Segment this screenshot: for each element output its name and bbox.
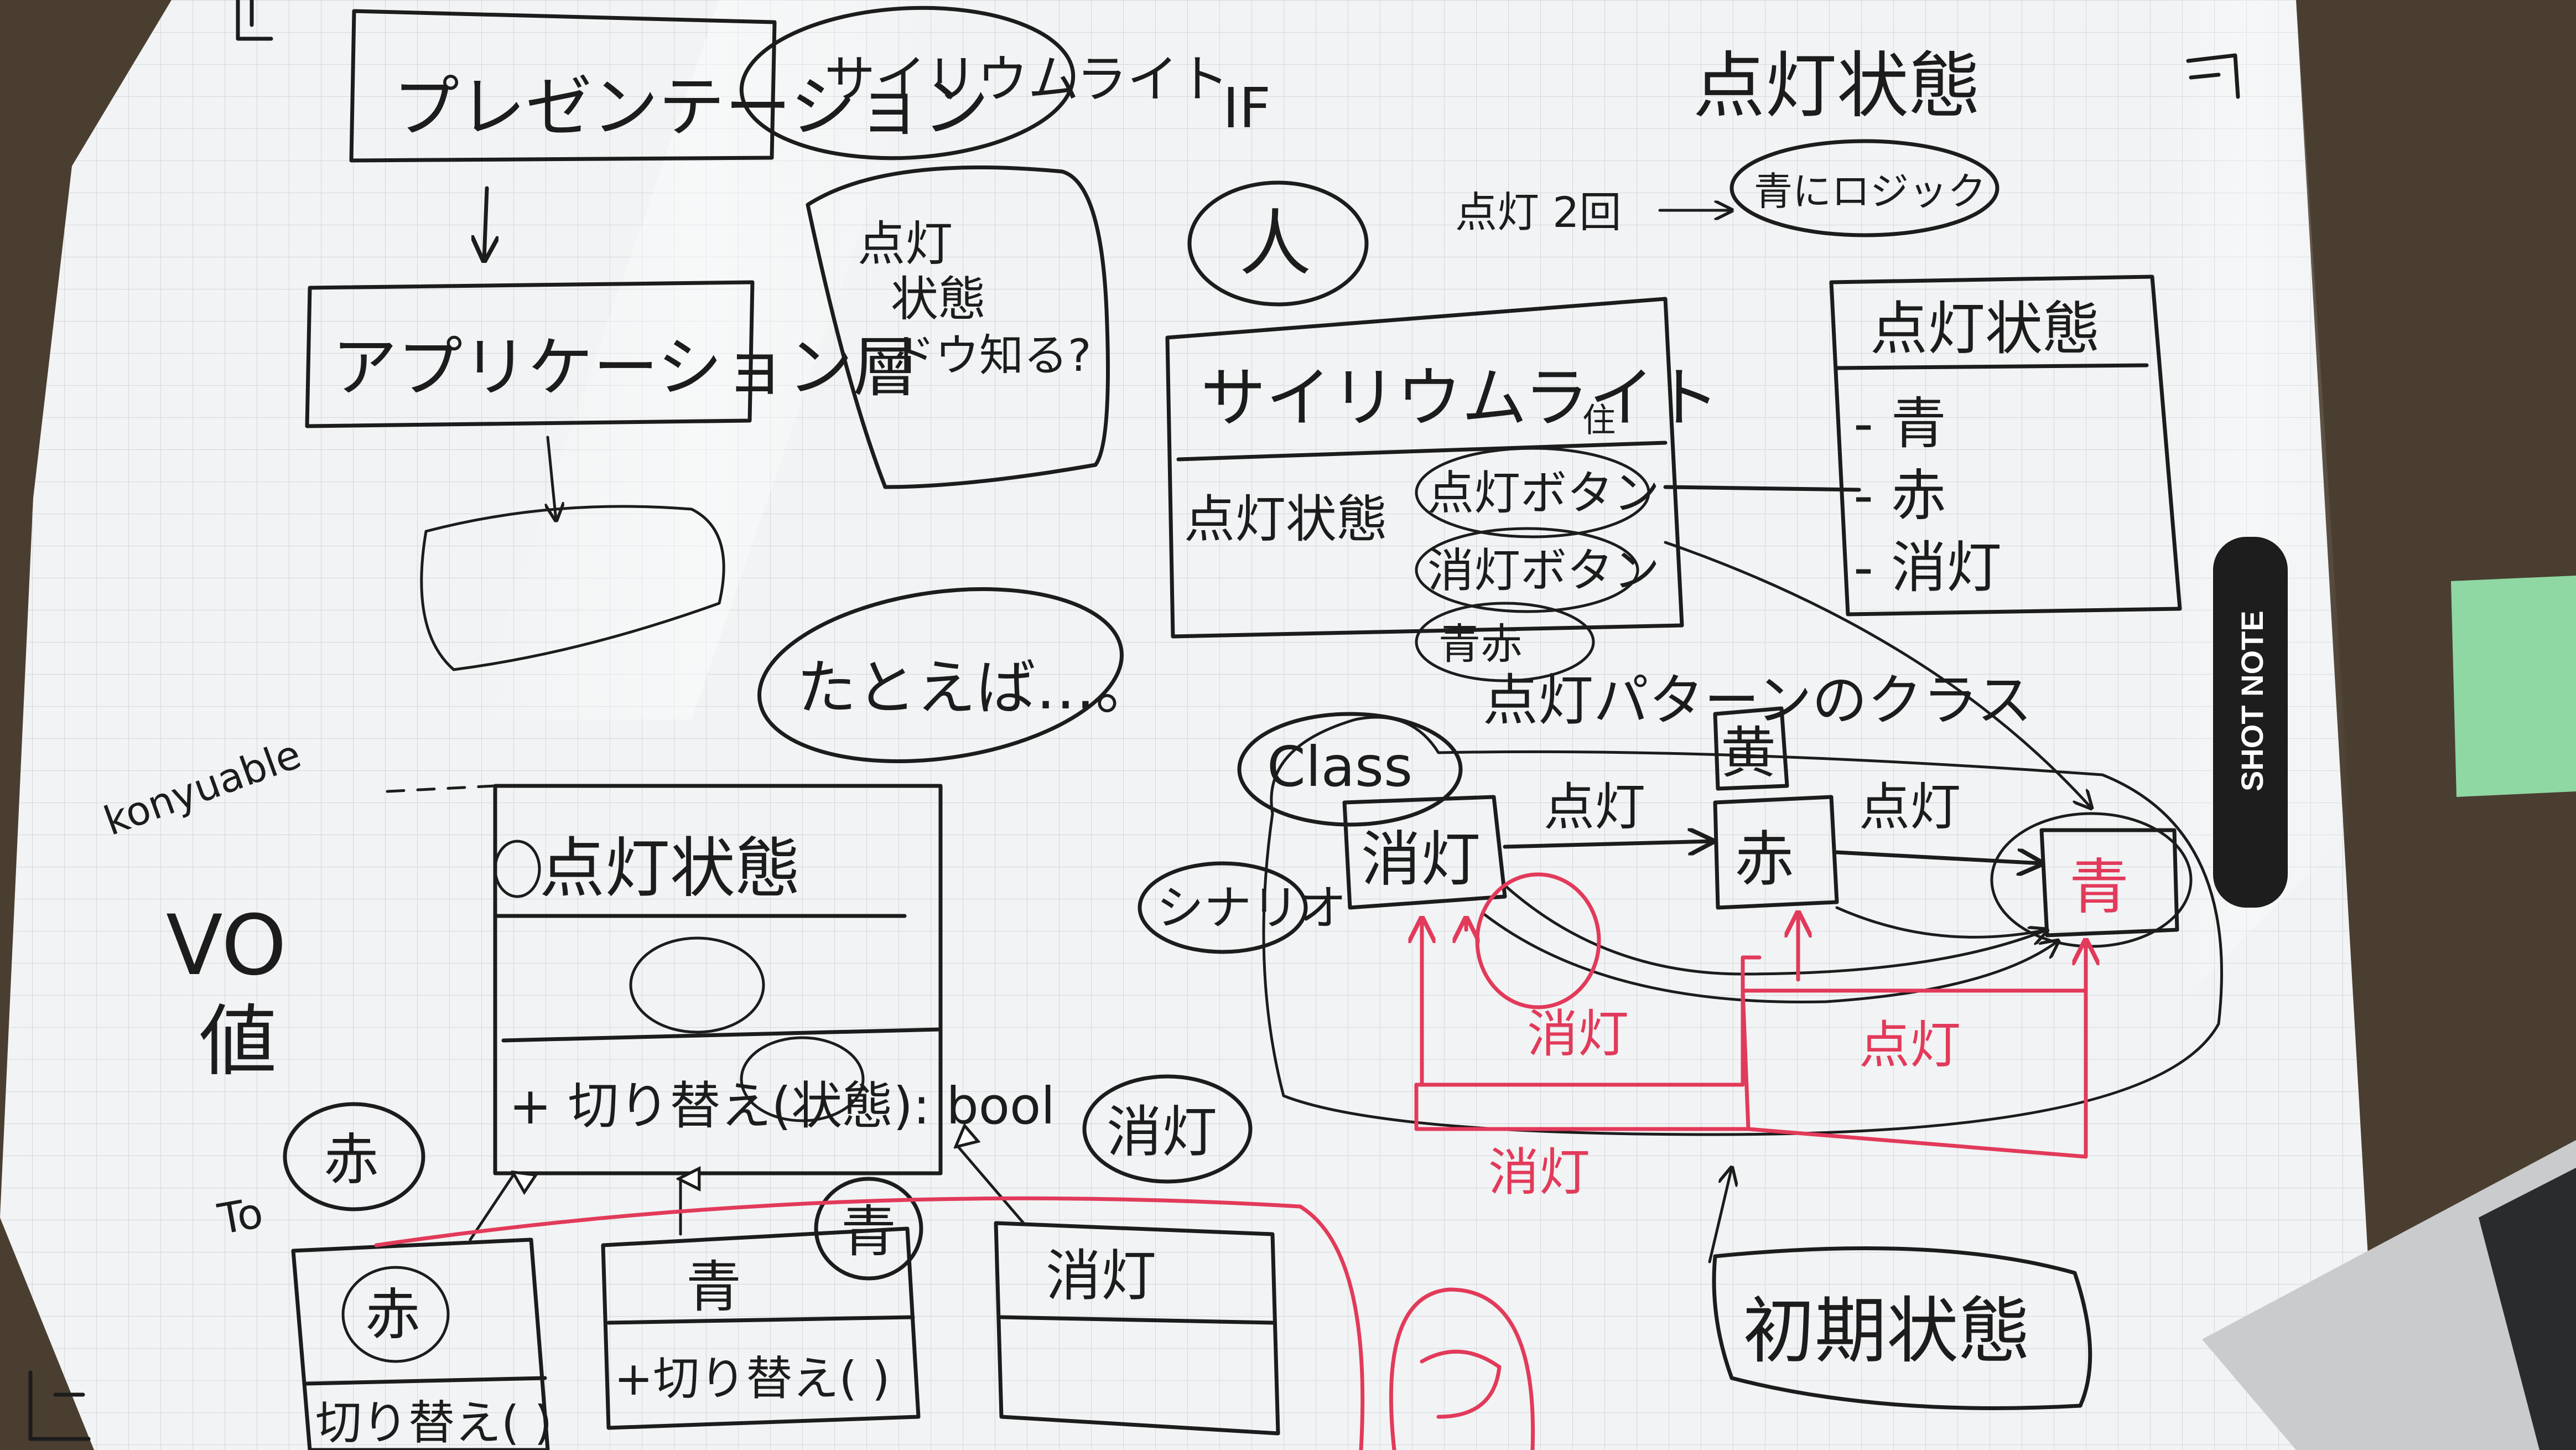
application-layer-box xyxy=(305,280,755,428)
state-list-item-off: - 消灯 xyxy=(1853,535,2002,600)
class-label: Class xyxy=(1267,734,1412,799)
inherit-arrow-off xyxy=(957,1146,1025,1225)
sairium-light-label: サイリウムライト xyxy=(824,50,1229,109)
button-blue-red: 青赤 xyxy=(1438,619,1523,669)
subclass-blue-name: 青 xyxy=(686,1255,741,1319)
transition-red-blue xyxy=(1835,852,2042,863)
value-label: 値 xyxy=(199,997,277,1087)
button-off: 消灯ボタン xyxy=(1427,543,1660,598)
shoto-circle xyxy=(1082,1074,1253,1184)
presentation-label: プレゼンテーション xyxy=(393,69,989,146)
tatoeba-ellipse xyxy=(757,587,1124,763)
person-label: 人 xyxy=(1239,201,1311,286)
subclass-blue: 青 +切り替え( ) xyxy=(601,1226,921,1430)
question-line-1: 点灯 xyxy=(858,216,953,272)
to-label: To xyxy=(214,1188,267,1244)
state-red-label: 赤 xyxy=(1734,825,1794,894)
red-bottom-curve-1 xyxy=(374,1196,1365,1450)
shoto-circle-label: 消灯 xyxy=(1107,1100,1217,1164)
state-list-box: 点灯状態 - 青 - 赤 - 消灯 xyxy=(1829,275,2182,617)
ao-circle-label: 青 xyxy=(841,1199,896,1264)
initial-state-box xyxy=(1712,1246,2092,1410)
lit-twice-label: 点灯 2回 xyxy=(1455,188,1622,237)
svg-text:SHOT NOTE: SHOT NOTE xyxy=(2235,610,2269,791)
empty-rounded-box xyxy=(420,505,725,671)
state-off: 消灯 xyxy=(1342,795,1507,910)
subclass-blue-method: +切り替え( ) xyxy=(614,1351,890,1406)
state-red: 赤 xyxy=(1713,795,1839,910)
sairium-class-title: サイリウムライト xyxy=(1201,360,1720,436)
down-arrow-1 xyxy=(484,186,487,260)
subclass-red: 赤 切り替え( ) xyxy=(291,1237,552,1450)
corner-mark-top-left xyxy=(236,0,273,41)
red-box-right xyxy=(1741,988,2088,1159)
red-off-label: 消灯 xyxy=(1527,1004,1629,1064)
transition-lit-2-label: 点灯 xyxy=(1859,778,1961,837)
presentation-box xyxy=(349,9,777,163)
sairium-class-attribute: 点灯状態 xyxy=(1184,490,1388,549)
state-list-item-red: - 赤 xyxy=(1853,463,1946,528)
state-blue-label: 青 xyxy=(2069,853,2129,922)
corner-mark-bottom-left xyxy=(28,1370,91,1441)
button-lit: 点灯ボタン xyxy=(1427,466,1660,520)
transition-lit-1-label: 点灯 xyxy=(1544,778,1645,837)
corner-mark-top-right xyxy=(2186,53,2240,99)
lit-state-question-box xyxy=(806,165,1110,489)
scenario-ellipse xyxy=(1138,861,1308,954)
blue-logic-label: 青にロジック xyxy=(1754,169,1986,214)
state-list-title: 点灯状態 xyxy=(1870,295,2100,362)
state-class-method: + 切り替え(状態): bool xyxy=(509,1076,1055,1136)
subclass-red-name: 赤 xyxy=(365,1282,420,1347)
state-list-item-blue: - 青 xyxy=(1853,391,1946,456)
question-line-3: ドウ知る? xyxy=(891,330,1091,381)
state-yellow: 黄 xyxy=(1713,706,1789,791)
aka-circle xyxy=(283,1102,425,1211)
state-blue: 青 xyxy=(2039,828,2179,938)
tatoeba-label: たとえば…。 xyxy=(797,654,1155,723)
subclass-red-method: 切り替え( ) xyxy=(315,1396,552,1450)
red-lit-label: 点灯 xyxy=(1859,1016,1961,1075)
subclass-off-name: 消灯 xyxy=(1046,1244,1156,1308)
initial-state-label: 初期状態 xyxy=(1743,1289,2030,1373)
red-off-2-label: 消灯 xyxy=(1488,1143,1590,1202)
sairium-class-role: 住 xyxy=(1582,401,1616,440)
ao-circle xyxy=(814,1177,923,1281)
sticky-note xyxy=(2451,576,2576,797)
shot-note-logo: SHOT NOTE xyxy=(2213,537,2288,908)
vo-label: VO xyxy=(166,898,287,994)
initial-arrow xyxy=(1708,1168,1732,1263)
application-layer-label: アプリケーション層 xyxy=(332,329,918,406)
state-yellow-label: 黄 xyxy=(1721,721,1776,785)
if-label: IF xyxy=(1223,76,1271,141)
pattern-boundary xyxy=(1262,716,2223,1136)
aka-circle-label: 赤 xyxy=(324,1127,379,1192)
scenario-label: シナリオ xyxy=(1156,881,1347,936)
red-bottom-curve-2 xyxy=(1389,1287,1535,1450)
subclass-off: 消灯 xyxy=(994,1221,1280,1436)
sairium-light-ellipse xyxy=(739,6,1076,160)
title-state: 点灯状態 xyxy=(1693,44,1981,128)
transition-off-red xyxy=(1503,841,1712,847)
state-off-label: 消灯 xyxy=(1361,825,1481,894)
person-circle xyxy=(1187,180,1369,307)
association-line xyxy=(1663,485,1861,492)
class-ellipse xyxy=(1237,712,1463,827)
sairium-class-box: サイリウムライト 住 点灯状態 点灯ボタン 消灯ボタン 青赤 xyxy=(1165,297,1720,682)
down-arrow-2 xyxy=(548,436,556,520)
state-class-title: 点灯状態 xyxy=(539,830,801,907)
inherit-arrow-red xyxy=(469,1173,515,1241)
question-line-2: 状態 xyxy=(891,272,986,327)
blue-logic-ellipse xyxy=(1730,139,1999,237)
